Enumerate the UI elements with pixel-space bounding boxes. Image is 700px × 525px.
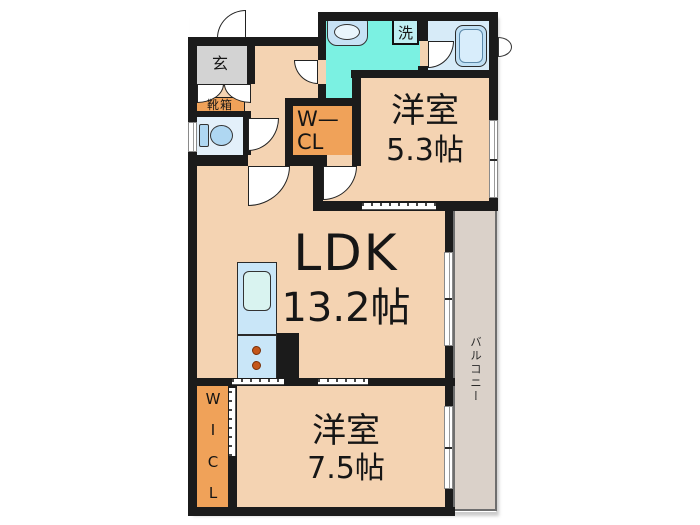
bedroom2-size-text: 7.5帖 xyxy=(307,451,385,486)
genkan-label: 玄 xyxy=(190,51,250,73)
wcl-line1: W— xyxy=(297,106,339,131)
genkan-text: 玄 xyxy=(211,54,228,73)
balcony-text: バルコニー xyxy=(469,336,483,404)
wall-bath-divider-a xyxy=(418,21,428,41)
stove-burner-1 xyxy=(252,346,261,355)
wcl-line2: CL xyxy=(297,129,324,154)
wall-bedroom1-left xyxy=(352,70,361,166)
shoebox-label: 靴箱 xyxy=(195,97,245,112)
wall-washroom-left-b xyxy=(318,84,326,106)
bedroom1-name: 洋室 xyxy=(361,88,489,131)
wall-pillar xyxy=(313,166,323,203)
wicl-letter-w: W xyxy=(205,390,221,408)
bathroom-vent xyxy=(498,37,512,57)
wall-genkan-right xyxy=(247,37,255,84)
wall-right-upper xyxy=(489,12,498,211)
kitchen-sink xyxy=(243,271,271,311)
bedroom2-name-text: 洋室 xyxy=(312,410,380,451)
sliding-door-bedroom1 xyxy=(362,203,436,210)
wall-mid-b xyxy=(285,155,327,166)
window-sash-tick xyxy=(445,298,452,300)
window-sash-tick xyxy=(445,447,452,449)
wall-mid-a xyxy=(188,155,248,166)
shoebox-text: 靴箱 xyxy=(206,98,233,112)
wicl-letter-i: I xyxy=(210,421,216,440)
bedroom1-size-text: 5.3帖 xyxy=(386,133,464,168)
wall-bottom xyxy=(188,507,455,516)
genkan-area xyxy=(197,46,247,84)
wcl-closet xyxy=(293,106,352,155)
wall-kitchen-pillar xyxy=(277,333,299,379)
ldk-name-text: LDK xyxy=(293,224,399,282)
balcony-label: バルコニー xyxy=(464,305,488,435)
stove-burner-2 xyxy=(252,361,261,370)
wall-top-right xyxy=(318,12,498,21)
bedroom2-size: 7.5帖 xyxy=(247,448,445,486)
balcony-area xyxy=(453,206,497,511)
wall-toilet-top xyxy=(196,111,243,117)
bedroom1-size: 5.3帖 xyxy=(361,130,489,168)
wall-top-left xyxy=(188,37,326,46)
laundry-label: 洗 xyxy=(397,23,413,42)
wall-wcl-top xyxy=(285,98,360,106)
window-toilet xyxy=(188,122,197,152)
ldk-size-text: 13.2帖 xyxy=(281,285,411,331)
window-ldk-balcony xyxy=(444,252,453,346)
bedroom2-name: 洋室 xyxy=(247,408,445,451)
laundry-box: 洗 xyxy=(392,19,419,45)
kitchen-divider xyxy=(238,334,276,336)
window-bedroom2-balcony xyxy=(444,406,453,489)
wicl-label: W I C L xyxy=(197,390,229,502)
wall-balcony-side xyxy=(445,206,453,516)
sliding-door-kitchen xyxy=(232,379,284,385)
wall-wcl-left xyxy=(285,98,293,166)
wall-bedroom1-top xyxy=(351,70,498,78)
wicl-closet xyxy=(197,386,229,507)
wall-bath-divider-b xyxy=(418,66,428,70)
ldk-size: 13.2帖 xyxy=(246,282,446,331)
wall-washroom-left-a xyxy=(318,21,326,60)
toilet-tank xyxy=(199,124,209,147)
wall-toilet-right xyxy=(243,111,251,155)
bathtub-inner xyxy=(459,29,483,63)
ldk-name: LDK xyxy=(246,224,446,282)
washbasin-bowl xyxy=(334,24,360,40)
window-sash-tick xyxy=(490,159,497,161)
sliding-door-ldk xyxy=(318,379,368,385)
toilet-bowl xyxy=(210,125,233,146)
bedroom1-name-text: 洋室 xyxy=(391,90,459,131)
window-bedroom1 xyxy=(489,120,498,198)
wall-left xyxy=(188,37,197,516)
wicl-letter-c: C xyxy=(207,452,219,471)
wicl-letter-l: L xyxy=(208,483,218,502)
sliding-door-wicl xyxy=(229,388,236,456)
wcl-label: W— CL xyxy=(297,107,352,154)
